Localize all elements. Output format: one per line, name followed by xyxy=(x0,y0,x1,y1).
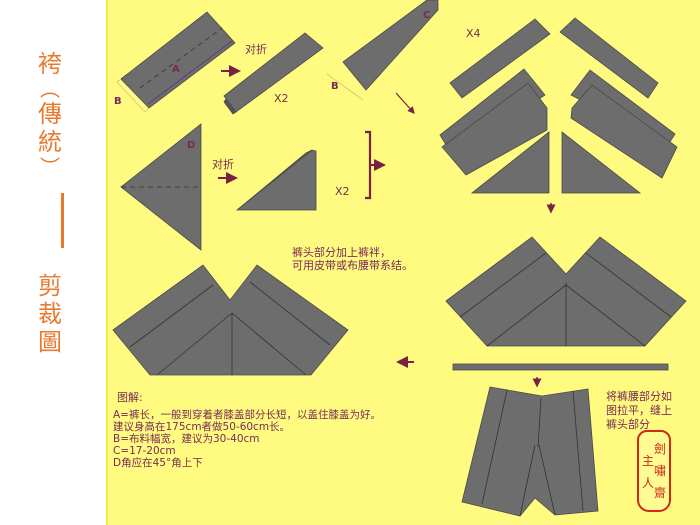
label-c: C xyxy=(423,10,431,21)
waist-note-line: 裤头部分加上裤袢， xyxy=(292,246,391,259)
title-char: 傳 xyxy=(38,100,62,128)
legend-line: A=裤长，一般到穿着者膝盖部分长短，以盖住膝盖为好。 xyxy=(113,409,381,421)
title-char: 統 xyxy=(38,128,62,156)
title-char: 袴 xyxy=(38,50,62,78)
fold-instruction: 对折 xyxy=(245,43,267,56)
title-sidebar: 袴 ︵ 傳 統 ︶ 剪 裁 圖 xyxy=(0,0,106,525)
page-title: 袴 ︵ 傳 統 ︶ xyxy=(30,50,70,178)
label-d: D xyxy=(187,140,196,151)
sew-note: 将裤腰部分如 图拉平，缝上 裤头部分 xyxy=(606,390,672,432)
waist-note: 裤头部分加上裤袢， 可用皮带或布腰带系结。 xyxy=(292,246,413,272)
legend-line: D角应在45°角上下 xyxy=(113,457,203,469)
seal-char: 主 xyxy=(641,454,654,468)
title-paren-open: ︵ xyxy=(40,77,60,101)
sew-note-line: 图拉平，缝上 xyxy=(606,404,672,417)
multiplier-label: X4 xyxy=(466,27,481,40)
multiplier-label: X2 xyxy=(335,185,350,198)
seal-char: 劍 xyxy=(653,442,666,456)
subtitle-char: 剪 xyxy=(38,272,62,300)
label-b: B xyxy=(331,81,339,92)
title-divider xyxy=(61,193,64,248)
legend-line: C=17-20cm xyxy=(113,445,176,457)
artist-seal: 劍 嘯 齋 主 人 xyxy=(637,430,671,512)
sew-note-line: 裤头部分 xyxy=(606,418,650,431)
subtitle-char: 裁 xyxy=(38,300,62,328)
title-paren-close: ︶ xyxy=(40,155,60,179)
seal-column: 劍 嘯 齋 xyxy=(653,438,667,504)
label-b: B xyxy=(114,96,122,107)
seal-char: 齋 xyxy=(653,486,666,500)
label-a: A xyxy=(172,64,180,75)
seal-char: 嘯 xyxy=(653,464,666,478)
subtitle-char: 圖 xyxy=(38,328,62,356)
sew-note-line: 将裤腰部分如 xyxy=(606,390,672,403)
arrow-diagonal-icon xyxy=(395,92,415,114)
legend: A=裤长，一般到穿着者膝盖部分长短，以盖住膝盖为好。 建议身高在175cm者做5… xyxy=(113,409,381,469)
seal-char: 人 xyxy=(641,476,654,490)
waist-note-line: 可用皮带或布腰带系结。 xyxy=(292,259,413,272)
legend-title: 图解: xyxy=(117,391,143,404)
multiplier-label: X2 xyxy=(274,92,289,105)
page-subtitle: 剪 裁 圖 xyxy=(30,272,70,356)
legend-line: 建议身高在175cm者做50-60cm长。 xyxy=(113,421,291,433)
fold-instruction: 对折 xyxy=(212,158,234,171)
seal-column: 主 人 xyxy=(641,450,655,494)
strip-a-shape xyxy=(120,11,236,109)
legend-line: B=布料幅宽，建议为30-40cm xyxy=(113,433,260,445)
